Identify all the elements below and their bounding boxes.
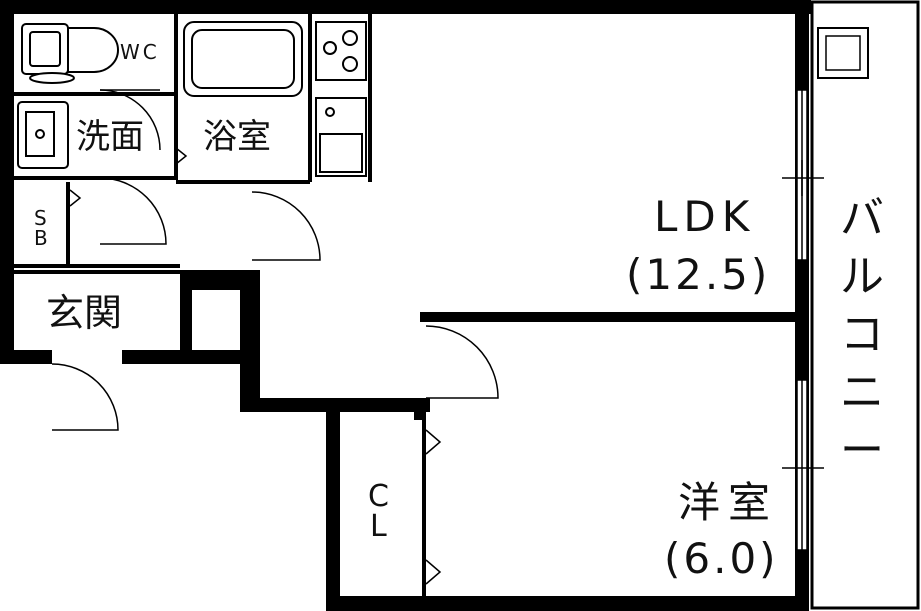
- balcony-area: [810, 0, 920, 610]
- room-label-ldk: LDK: [654, 192, 756, 241]
- room-label-yokushitsu: 浴室: [203, 117, 271, 157]
- stove-icon: [315, 21, 367, 81]
- partitions: [14, 14, 426, 596]
- kitchen-sink-icon: [315, 97, 367, 177]
- room-size-yoshitsu: (6.0): [664, 534, 779, 583]
- washbasin-icon: [17, 101, 69, 169]
- room-label-genkan: 玄関: [46, 291, 123, 335]
- windows: [782, 89, 824, 551]
- room-label-cl-bottom: L: [370, 509, 387, 544]
- room-size-ldk: (12.5): [626, 250, 771, 299]
- doors: [51, 89, 499, 585]
- toilet-icon: [21, 23, 119, 84]
- bathtub-icon: [183, 21, 303, 97]
- room-label-cl-top: C: [368, 479, 389, 514]
- room-label-balcony: バルコニー: [840, 193, 884, 476]
- room-label-sb-top: S: [34, 206, 47, 230]
- room-label-yoshitsu: 洋室: [678, 478, 779, 527]
- room-label-sb-bottom: B: [34, 226, 48, 250]
- room-label-senmen: 洗面: [76, 117, 144, 157]
- room-label-wc: WC: [120, 40, 160, 64]
